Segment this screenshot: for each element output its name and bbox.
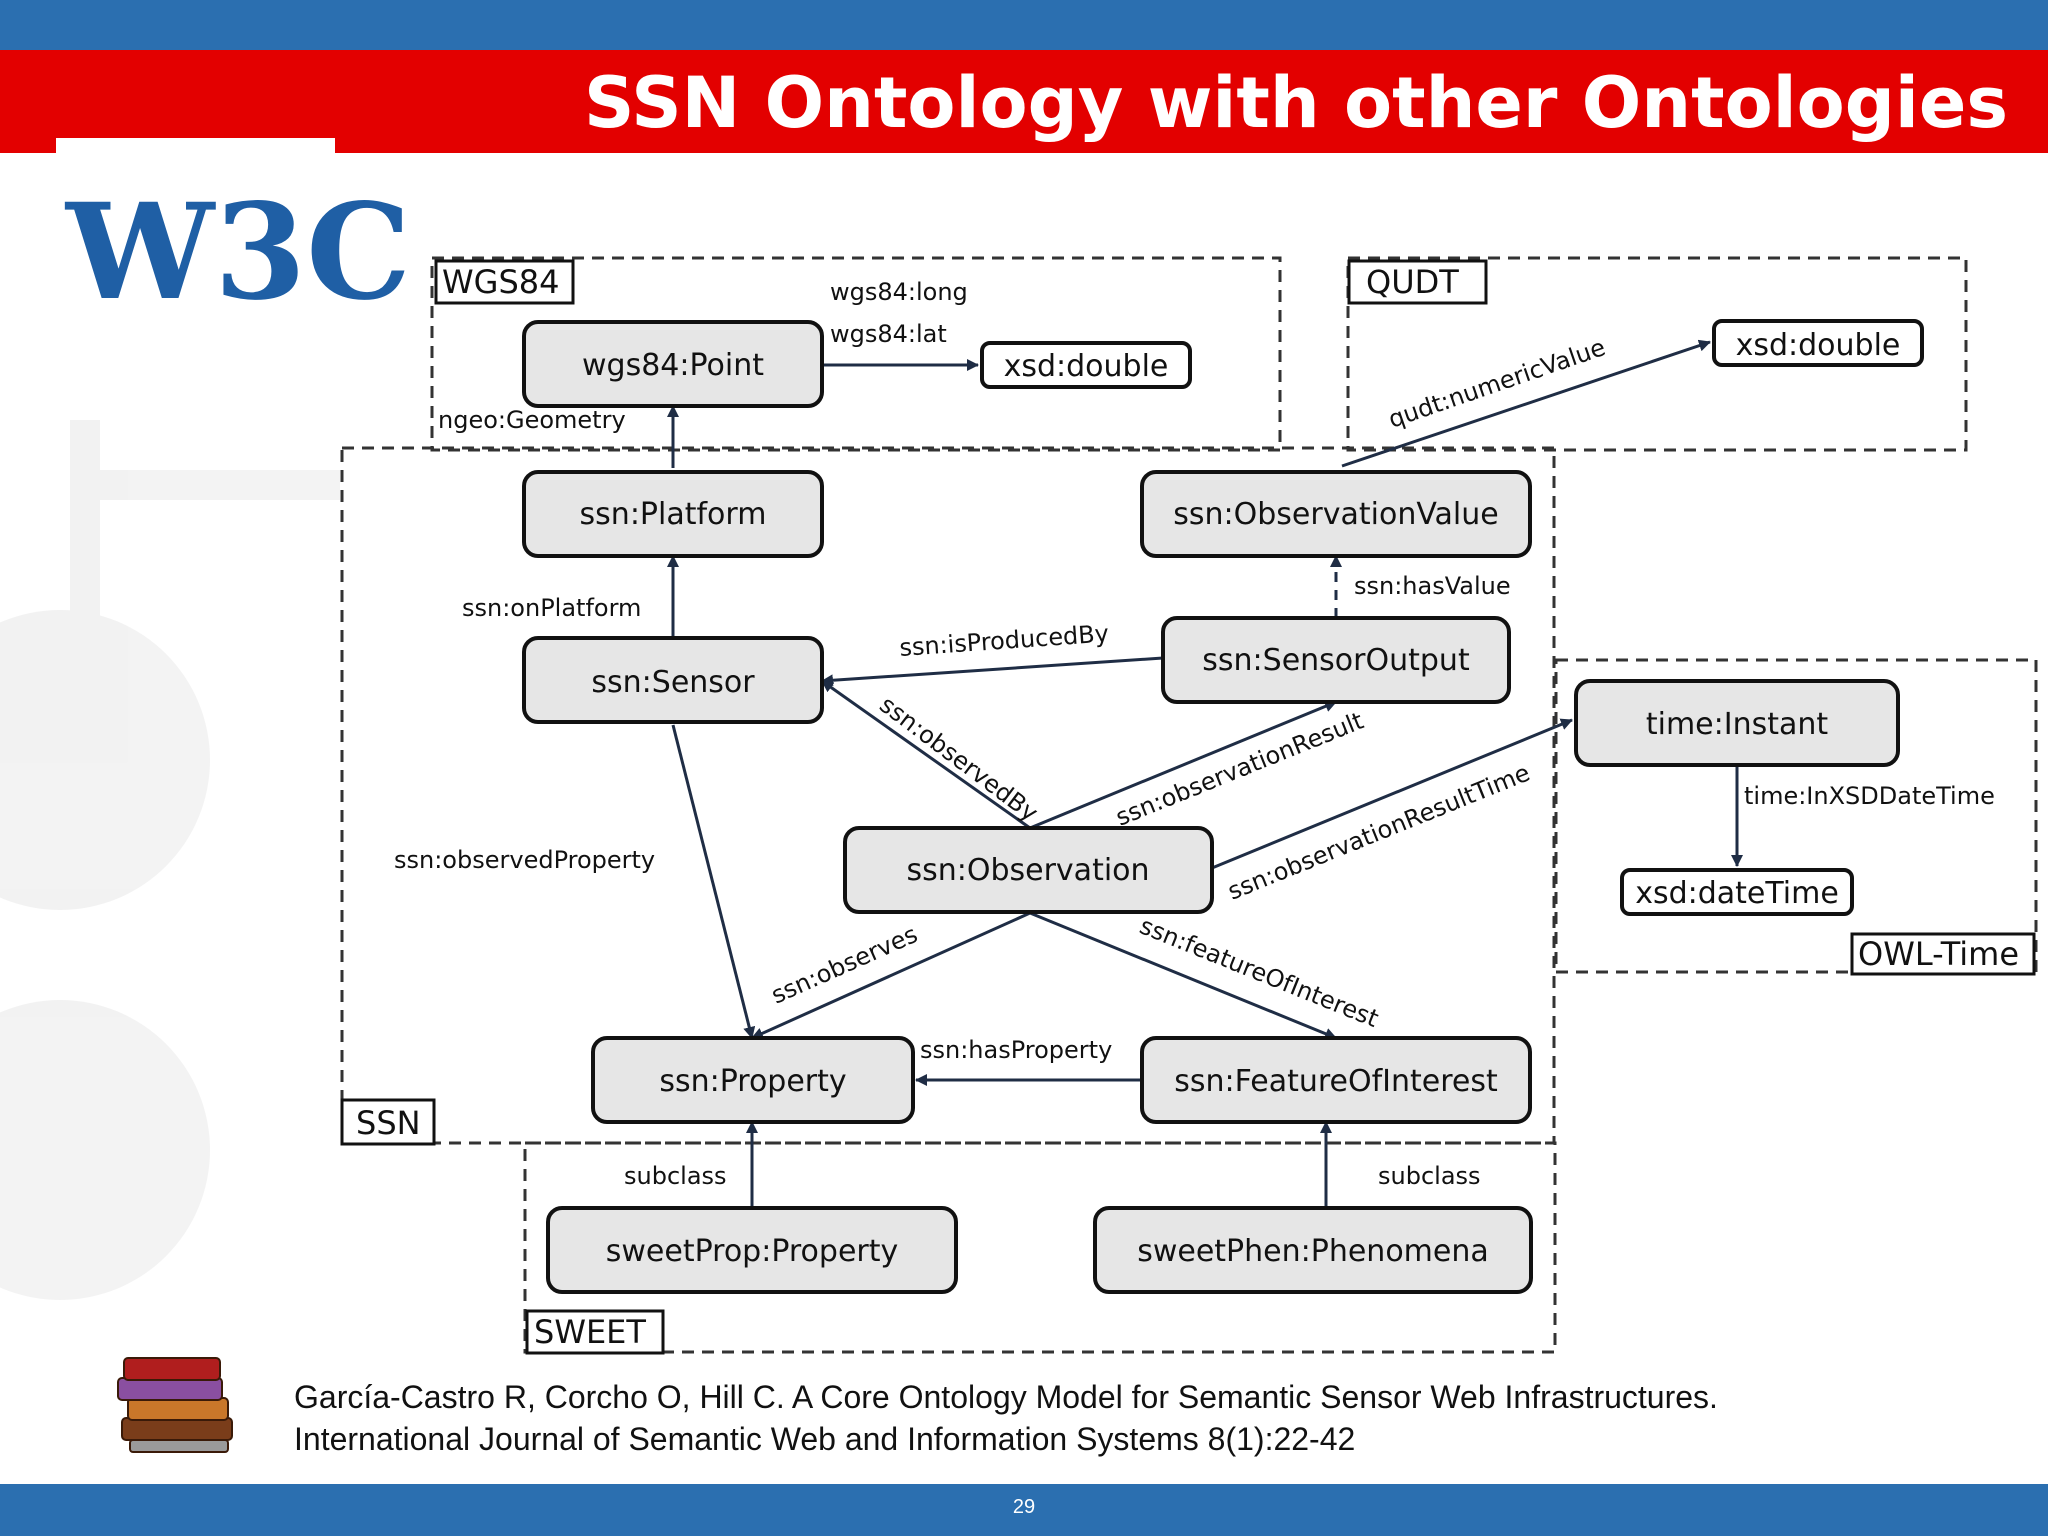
edge-label-ngeo-geometry: ngeo:Geometry — [438, 406, 626, 434]
node-sweet-phenomena — [1093, 1206, 1533, 1294]
group-label-owl-time: OWL-Time — [1858, 935, 2019, 973]
node-wgs84-point — [522, 320, 824, 408]
footer-bar — [0, 1484, 2048, 1536]
group-label-wgs84: WGS84 — [442, 263, 559, 301]
edge-observes — [751, 911, 1031, 1040]
node-label-sweet-phenomena: sweetPhen:Phenomena — [1137, 1234, 1489, 1269]
edge-label-observed-by: ssn:observedBy — [874, 690, 1043, 827]
node-time-instant — [1574, 679, 1900, 767]
background-watermark — [0, 420, 340, 1300]
ssn-group-box — [340, 446, 1556, 1145]
edge-label-wgs84-lat: wgs84:lat — [830, 320, 947, 348]
w3c-logo-text: W3C — [64, 175, 411, 330]
node-observation — [843, 826, 1214, 914]
citation-line-1: García-Castro R, Corcho O, Hill C. A Cor… — [294, 1379, 1718, 1415]
node-label-observation-value: ssn:ObservationValue — [1173, 497, 1498, 532]
edge-label-subclass-right: subclass — [1378, 1162, 1481, 1190]
edge-label-subclass-left: subclass — [624, 1162, 727, 1190]
group-label-ssn: SSN — [356, 1104, 421, 1142]
group-label-sweet: SWEET — [534, 1313, 646, 1351]
qudt-group-box — [1346, 256, 1968, 452]
group-label-qudt: QUDT — [1366, 263, 1459, 301]
node-label-xsd-double-qudt: xsd:double — [1736, 328, 1901, 363]
edge-label-in-xsd-datetime: time:InXSDDateTime — [1744, 782, 1995, 810]
node-label-observation: ssn:Observation — [906, 853, 1149, 888]
edge-label-qudt-numeric-value: qudt:numericValue — [1385, 333, 1609, 434]
node-label-xsd-datetime: xsd:dateTime — [1635, 876, 1839, 911]
edge-observed-by — [821, 679, 1031, 830]
edge-label-observation-result: ssn:observationResult — [1112, 707, 1368, 832]
node-sweet-property — [546, 1206, 958, 1294]
edge-observed-property — [671, 724, 756, 1039]
node-platform — [522, 470, 824, 558]
edge-observation-result-time — [1211, 718, 1573, 870]
node-label-sensor-output: ssn:SensorOutput — [1202, 643, 1470, 678]
w3c-logo: W3C — [56, 138, 411, 346]
edge-is-produced-by — [821, 656, 1164, 687]
page-number: 29 — [1012, 1496, 1036, 1518]
edge-label-observed-property: ssn:observedProperty — [394, 846, 655, 874]
edge-label-observation-result-time: ssn:observationResultTime — [1224, 759, 1534, 906]
edge-label-has-value: ssn:hasValue — [1354, 572, 1511, 600]
node-xsd-double-qudt — [1712, 319, 1924, 367]
node-feature-of-interest — [1140, 1036, 1532, 1124]
books-icon — [117, 1357, 233, 1453]
slide-title: SSN Ontology with other Ontologies — [583, 62, 2008, 144]
node-sensor-output — [1161, 616, 1511, 704]
node-label-property: ssn:Property — [659, 1064, 846, 1099]
node-label-sweet-property: sweetProp:Property — [606, 1234, 899, 1269]
node-xsd-double-wgs — [980, 341, 1192, 389]
edge-label-on-platform: ssn:onPlatform — [462, 594, 641, 622]
citation: García-Castro R, Corcho O, Hill C. A Cor… — [294, 1376, 1718, 1460]
edge-feature-of-interest — [1029, 911, 1337, 1040]
node-xsd-datetime — [1620, 868, 1854, 916]
wgs84-group-box — [430, 256, 1282, 452]
node-sensor — [522, 636, 824, 724]
edge-qudt-numeric-value — [1341, 339, 1711, 468]
edge-label-is-produced-by: ssn:isProducedBy — [898, 619, 1109, 662]
node-label-sensor: ssn:Sensor — [591, 665, 755, 700]
node-label-feature-of-interest: ssn:FeatureOfInterest — [1174, 1064, 1498, 1099]
top-blue-bar — [0, 0, 2048, 50]
node-label-xsd-double-wgs: xsd:double — [1004, 349, 1169, 384]
citation-line-2: International Journal of Semantic Web an… — [294, 1421, 1356, 1457]
edge-label-has-property: ssn:hasProperty — [920, 1036, 1112, 1064]
edge-label-wgs84-long: wgs84:long — [830, 278, 968, 306]
node-label-time-instant: time:Instant — [1646, 707, 1829, 742]
owl-time-group-box — [1554, 658, 2038, 974]
node-label-wgs84-point: wgs84:Point — [582, 348, 764, 383]
node-property — [591, 1036, 915, 1124]
title-bar — [0, 50, 2048, 153]
edge-observation-result — [1029, 700, 1337, 830]
node-observation-value — [1140, 470, 1532, 558]
node-label-platform: ssn:Platform — [580, 497, 767, 532]
